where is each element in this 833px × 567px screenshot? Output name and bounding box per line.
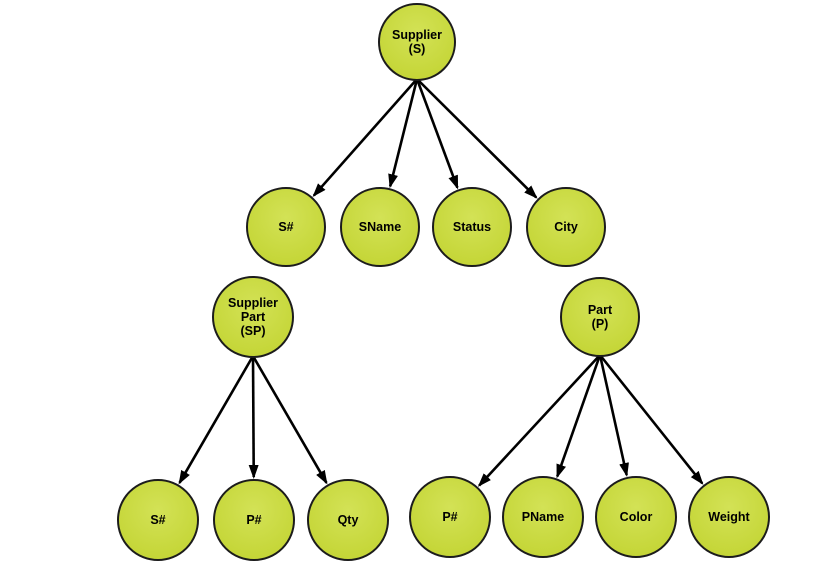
node-label-line: Qty [338, 513, 359, 527]
node-p-color: Color [595, 476, 677, 558]
edges-group [178, 78, 704, 487]
node-label-line: Supplier [228, 296, 278, 310]
node-circle-supplier-part-sp [212, 276, 294, 358]
edge-arrow-supplier-s-to-status [415, 78, 459, 190]
node-label-line: Status [453, 220, 491, 234]
node-s-num: S# [246, 187, 326, 267]
node-label-line: Weight [708, 510, 750, 524]
node-label-sp-qty: Qty [338, 513, 359, 527]
edge-arrow-part-p-to-p-pname [556, 354, 602, 479]
node-label-s-num: S# [278, 220, 293, 234]
node-label-line: Color [620, 510, 653, 524]
edge-arrow-part-p-to-p-weight [598, 354, 704, 485]
node-label-sp-s-num: S# [150, 513, 165, 527]
edge-arrow-part-p-to-p-num [477, 354, 601, 487]
node-city: City [526, 187, 606, 267]
node-label-line: P# [246, 513, 261, 527]
node-part-p: Part(P) [560, 277, 640, 357]
node-sp-p-num: P# [213, 479, 295, 561]
edge-arrow-supplier-part-sp-to-sp-p-num [248, 355, 259, 480]
node-label-p-pname: PName [522, 510, 564, 524]
node-label-line: Supplier [392, 28, 442, 42]
node-sp-s-num: S# [117, 479, 199, 561]
node-label-line: S# [150, 513, 165, 527]
edge-arrow-supplier-s-to-s-num [312, 78, 418, 198]
node-label-line: City [554, 220, 578, 234]
node-label-line: PName [522, 510, 564, 524]
node-circle-s-num [246, 187, 326, 267]
node-circle-p-pname [502, 476, 584, 558]
node-sname: SName [340, 187, 420, 267]
node-circle-city [526, 187, 606, 267]
node-label-supplier-s: Supplier(S) [392, 28, 442, 56]
node-circle-sname [340, 187, 420, 267]
node-p-pname: PName [502, 476, 584, 558]
node-label-city: City [554, 220, 578, 234]
node-circle-sp-s-num [117, 479, 199, 561]
node-label-part-p: Part(P) [588, 303, 613, 331]
node-circle-p-weight [688, 476, 770, 558]
node-label-line: (S) [409, 42, 426, 56]
node-label-line: Part [588, 303, 613, 317]
node-circle-part-p [560, 277, 640, 357]
node-label-line: (P) [592, 317, 609, 331]
node-label-p-color: Color [620, 510, 653, 524]
node-sp-qty: Qty [307, 479, 389, 561]
node-label-line: (SP) [241, 324, 266, 338]
node-label-status: Status [453, 220, 491, 234]
edge-arrow-part-p-to-p-color [598, 354, 629, 477]
node-circle-sp-qty [307, 479, 389, 561]
node-circle-supplier-s [378, 3, 456, 81]
node-p-num: P# [409, 476, 491, 558]
edge-arrow-supplier-s-to-sname [388, 78, 419, 189]
node-label-p-weight: Weight [708, 510, 750, 524]
node-label-line: S# [278, 220, 293, 234]
node-circle-sp-p-num [213, 479, 295, 561]
node-label-p-num: P# [442, 510, 457, 524]
node-status: Status [432, 187, 512, 267]
edge-arrow-supplier-part-sp-to-sp-s-num [178, 355, 255, 485]
node-circle-p-color [595, 476, 677, 558]
node-label-line: Part [241, 310, 266, 324]
edge-arrow-supplier-s-to-city [416, 78, 538, 199]
node-label-line: P# [442, 510, 457, 524]
edge-arrow-supplier-part-sp-to-sp-qty [251, 355, 328, 485]
node-circle-p-num [409, 476, 491, 558]
node-circle-status [432, 187, 512, 267]
node-label-sname: SName [359, 220, 401, 234]
node-supplier-s: Supplier(S) [378, 3, 456, 81]
node-p-weight: Weight [688, 476, 770, 558]
node-label-sp-p-num: P# [246, 513, 261, 527]
node-label-line: SName [359, 220, 401, 234]
